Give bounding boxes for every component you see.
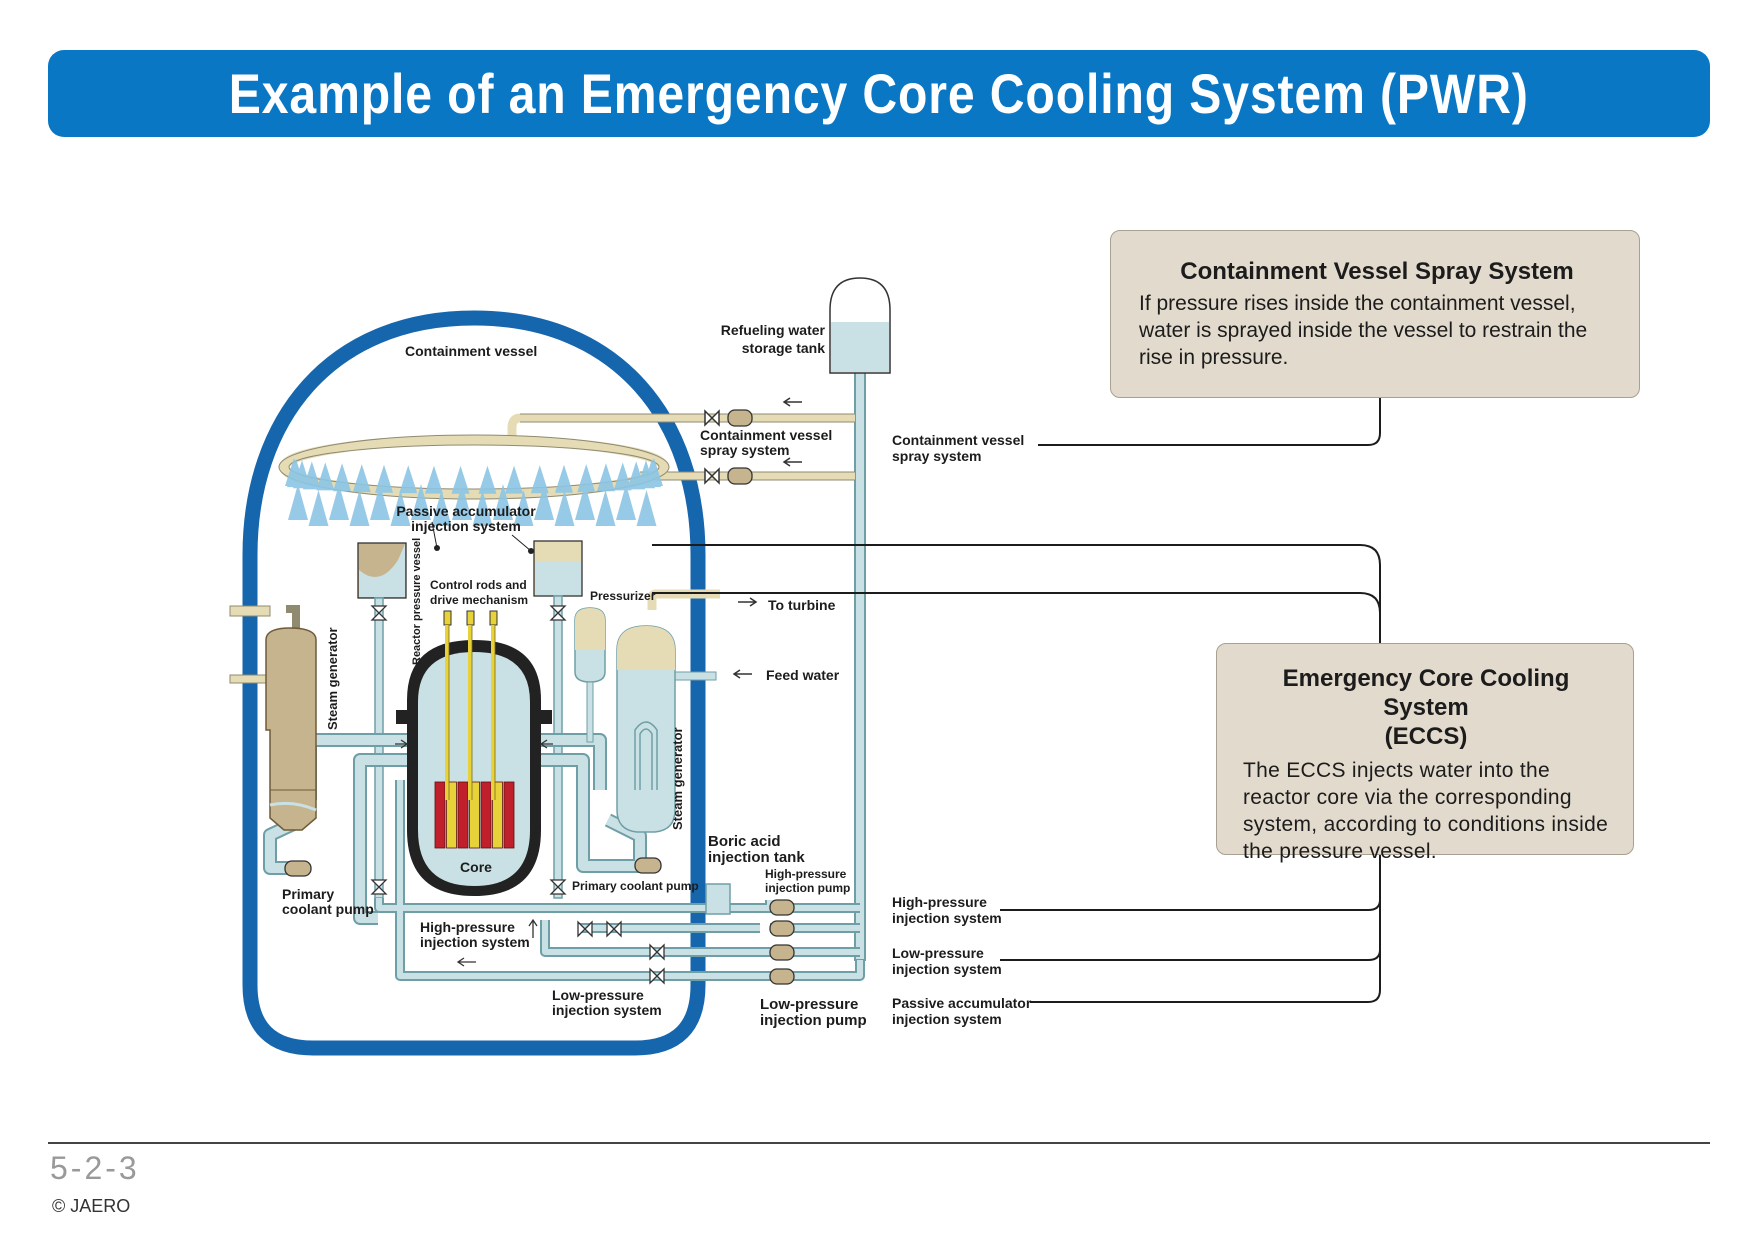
eccs-description: The ECCS injects water into the reactor … <box>1243 759 1609 863</box>
side-label-hp: High-pressure <box>892 894 987 910</box>
flow-arrow-icon <box>456 957 476 967</box>
svg-text:injection tank: injection tank <box>708 849 805 866</box>
label-spray-system: Containment vessel <box>700 427 832 443</box>
valve-icon <box>549 605 567 621</box>
svg-text:injection pump: injection pump <box>760 1012 867 1029</box>
flow-arrow-icon <box>738 597 758 607</box>
flow-arrow-icon <box>528 918 538 938</box>
svg-text:injection pump: injection pump <box>765 881 850 895</box>
svg-text:injection system: injection system <box>892 1011 1002 1027</box>
page-number: 5-2-3 <box>50 1150 140 1186</box>
label-hp-pump: High-pressure <box>765 867 847 881</box>
label-lp-pump: Low-pressure <box>760 996 858 1013</box>
flow-arrow-icon <box>732 669 752 679</box>
valve-icon <box>549 879 567 895</box>
side-label-passive: Passive accumulator <box>892 995 1032 1011</box>
svg-text:injection system: injection system <box>552 1002 662 1018</box>
primary-coolant-pump-right <box>634 857 662 874</box>
spray-system-heading: Containment Vessel Spray System <box>1180 258 1574 285</box>
label-core: Core <box>460 859 492 875</box>
leader-lines <box>652 395 1381 1003</box>
label-primary-pump-right: Primary coolant pump <box>572 879 699 893</box>
svg-text:injection system: injection system <box>892 910 1002 926</box>
label-boric-acid-tank: Boric acid <box>708 833 781 850</box>
label-steam-generator-left: Steam generator <box>325 627 340 730</box>
control-rods <box>443 610 498 800</box>
label-containment-vessel: Containment vessel <box>405 343 537 359</box>
flow-arrow-icon <box>782 397 802 407</box>
reactor-pressure-vessel <box>396 640 552 896</box>
label-steam-generator-right: Steam generator <box>670 727 685 830</box>
svg-text:injection system: injection system <box>420 934 530 950</box>
svg-text:spray system: spray system <box>892 448 982 464</box>
label-lp-system-inner: Low-pressure <box>552 987 644 1003</box>
spray-system-description: If pressure rises inside the containment… <box>1139 292 1588 369</box>
pressurizer <box>574 607 606 743</box>
valve-icon <box>649 943 665 961</box>
valve-icon <box>370 605 388 621</box>
svg-text:storage tank: storage tank <box>742 340 825 356</box>
label-hp-system-inner: High-pressure <box>420 919 515 935</box>
footer-divider <box>48 1142 1710 1144</box>
copyright: © JAERO <box>52 1196 131 1216</box>
valve-icon <box>370 879 388 895</box>
reactor-core <box>434 781 515 849</box>
low-pressure-injection-pump <box>769 944 795 985</box>
label-pressurizer: Pressurizer <box>590 589 656 603</box>
svg-text:injection system: injection system <box>892 961 1002 977</box>
flow-arrow-icon <box>782 457 802 467</box>
side-label-lp: Low-pressure <box>892 945 984 961</box>
label-control-rods: Control rods and <box>430 578 527 592</box>
label-primary-pump-left: Primary <box>282 886 334 902</box>
spray-valve-lower <box>704 467 753 485</box>
accumulator-tank-left <box>357 542 407 599</box>
eccs-heading-acronym: (ECCS) <box>1384 723 1468 750</box>
eccs-heading: Emergency Core Cooling System <box>1282 665 1570 721</box>
eccs-info-box: Emergency Core Cooling System (ECCS) The… <box>1216 643 1634 863</box>
page-title: Example of an Emergency Core Cooling Sys… <box>229 62 1529 125</box>
svg-text:coolant pump: coolant pump <box>282 901 374 917</box>
high-pressure-injection-pump <box>769 899 795 937</box>
valve-icon <box>649 967 665 985</box>
spray-system-info-box: Containment Vessel Spray System If press… <box>1110 230 1640 398</box>
label-feed-water: Feed water <box>766 667 840 683</box>
refueling-pipe <box>854 369 866 961</box>
svg-text:spray system: spray system <box>700 442 790 458</box>
spray-nozzles <box>285 458 663 526</box>
steam-generator-right <box>616 589 720 833</box>
label-to-turbine: To turbine <box>768 597 836 613</box>
spray-ring <box>279 435 669 499</box>
spray-valve-upper <box>704 409 753 427</box>
label-reactor-pressure-vessel: Reactor pressure vessel <box>411 538 423 665</box>
svg-text:drive mechanism: drive mechanism <box>430 593 528 607</box>
steam-generator-left <box>229 605 317 831</box>
label-refueling-tank: Refueling water <box>721 322 826 338</box>
spray-line-upper <box>507 413 855 438</box>
valve-icon <box>577 920 593 938</box>
title-bar: Example of an Emergency Core Cooling Sys… <box>48 50 1710 137</box>
primary-coolant-pump-left <box>284 860 312 877</box>
accumulator-tank-right <box>533 540 583 597</box>
boric-acid-injection-tank <box>705 883 731 915</box>
svg-text:injection system: injection system <box>411 518 521 534</box>
containment-vessel <box>242 310 706 1056</box>
label-passive-accumulator: Passive accumulator <box>396 503 536 519</box>
side-label-spray: Containment vessel <box>892 432 1024 448</box>
valve-icon <box>606 920 622 938</box>
